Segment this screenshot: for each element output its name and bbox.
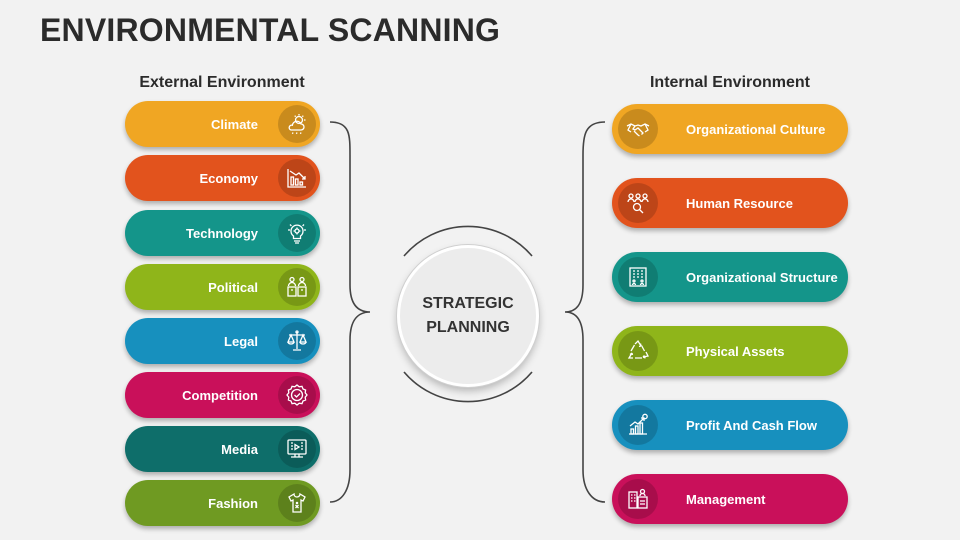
external-item-economy: Economy (125, 155, 320, 201)
external-item-fashion: Fashion (125, 480, 320, 526)
strategic-planning-circle: STRATEGIC PLANNING (397, 245, 539, 387)
podium-speakers-icon (278, 268, 316, 306)
internal-item-physical-assets: Physical Assets (612, 326, 848, 376)
weather-icon (278, 105, 316, 143)
internal-item-human-resource: Human Resource (612, 178, 848, 228)
internal-item-label: Human Resource (686, 195, 793, 211)
growth-chart-icon (618, 405, 658, 445)
shirt-icon (278, 484, 316, 522)
center-line-1: STRATEGIC (422, 295, 514, 312)
external-item-competition: Competition (125, 372, 320, 418)
external-item-label: Economy (199, 170, 258, 186)
external-item-legal: Legal (125, 318, 320, 364)
bottom-arc (403, 371, 533, 403)
badge-check-icon (278, 376, 316, 414)
top-arc (403, 225, 533, 257)
external-item-label: Political (208, 279, 258, 295)
internal-item-organizational-culture: Organizational Culture (612, 104, 848, 154)
external-item-media: Media (125, 426, 320, 472)
external-item-climate: Climate (125, 101, 320, 147)
external-item-technology: Technology (125, 210, 320, 256)
internal-item-label: Physical Assets (686, 343, 785, 359)
center-line-2: PLANNING (426, 319, 510, 336)
office-icon (618, 479, 658, 519)
external-item-label: Media (221, 441, 258, 457)
external-item-label: Legal (224, 333, 258, 349)
external-item-label: Competition (182, 387, 258, 403)
decline-chart-icon (278, 159, 316, 197)
internal-item-label: Organizational Structure (686, 269, 838, 285)
external-heading: External Environment (139, 74, 305, 91)
scales-icon (278, 322, 316, 360)
internal-item-organizational-structure: Organizational Structure (612, 252, 848, 302)
building-icon (618, 257, 658, 297)
media-screen-icon (278, 430, 316, 468)
page-title: ENVIRONMENTAL SCANNING (40, 12, 501, 48)
right-bracket (564, 121, 606, 503)
external-item-political: Political (125, 264, 320, 310)
left-bracket (329, 121, 371, 503)
lightbulb-gear-icon (278, 214, 316, 252)
people-search-icon (618, 183, 658, 223)
handshake-icon (618, 109, 658, 149)
internal-item-profit-and-cash-flow: Profit And Cash Flow (612, 400, 848, 450)
internal-item-label: Organizational Culture (686, 121, 826, 137)
recycle-icon (618, 331, 658, 371)
external-item-label: Climate (211, 116, 258, 132)
internal-item-label: Management (686, 491, 766, 507)
external-item-label: Technology (186, 225, 258, 241)
internal-item-label: Profit And Cash Flow (686, 417, 817, 433)
internal-item-management: Management (612, 474, 848, 524)
external-item-label: Fashion (208, 495, 258, 511)
internal-heading: Internal Environment (649, 74, 811, 91)
